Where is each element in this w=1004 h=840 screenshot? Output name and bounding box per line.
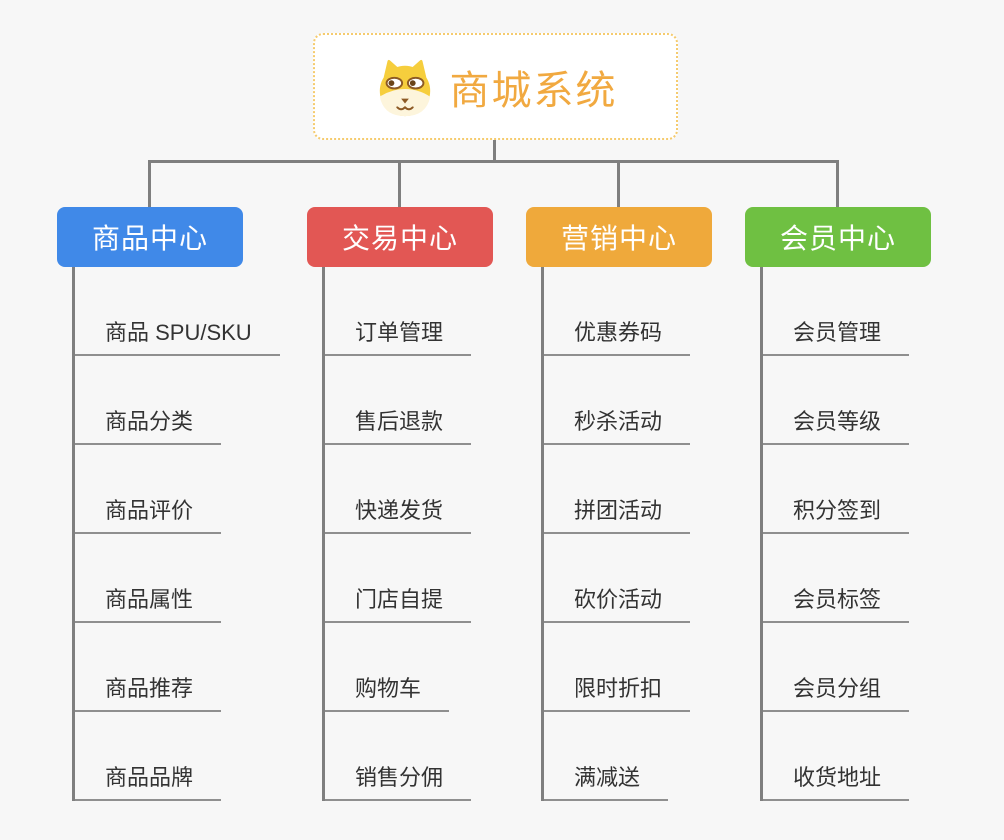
dog-icon — [379, 59, 430, 116]
child-label[interactable]: 商品推荐 — [75, 671, 222, 712]
child-node: 积分签到 — [763, 445, 965, 534]
child-node: 会员管理 — [763, 267, 965, 356]
child-label[interactable]: 门店自提 — [325, 582, 472, 623]
child-node: 商品属性 — [75, 534, 277, 623]
branch-children-marketing: 优惠券码 秒杀活动 拼团活动 砍价活动 限时折扣 满减送 — [541, 267, 746, 801]
child-node: 收货地址 — [763, 712, 965, 801]
connector-drop-4 — [836, 160, 839, 208]
child-node: 商品分类 — [75, 356, 277, 445]
child-label[interactable]: 售后退款 — [325, 404, 472, 445]
child-label[interactable]: 商品 SPU/SKU — [75, 315, 280, 356]
branch-children-trade: 订单管理 售后退款 快递发货 门店自提 购物车 销售分佣 — [322, 267, 527, 801]
child-node: 商品评价 — [75, 445, 277, 534]
child-label[interactable]: 商品分类 — [75, 404, 222, 445]
branch-header-marketing[interactable]: 营销中心 — [526, 207, 712, 267]
child-node: 限时折扣 — [544, 623, 746, 712]
child-node: 商品推荐 — [75, 623, 277, 712]
child-node: 拼团活动 — [544, 445, 746, 534]
child-node: 购物车 — [325, 623, 527, 712]
branch-product-center: 商品中心 商品 SPU/SKU 商品分类 商品评价 商品属性 商品推荐 商品品牌 — [57, 207, 280, 801]
child-node: 会员等级 — [763, 356, 965, 445]
child-node: 秒杀活动 — [544, 356, 746, 445]
child-label[interactable]: 满减送 — [544, 760, 669, 801]
child-node: 商品品牌 — [75, 712, 277, 801]
child-label[interactable]: 会员等级 — [763, 404, 910, 445]
child-node: 快递发货 — [325, 445, 527, 534]
child-label[interactable]: 会员分组 — [763, 671, 910, 712]
child-label[interactable]: 商品评价 — [75, 493, 222, 534]
branch-member-center: 会员中心 会员管理 会员等级 积分签到 会员标签 会员分组 收货地址 — [745, 207, 965, 801]
child-label[interactable]: 收货地址 — [763, 760, 910, 801]
child-label[interactable]: 拼团活动 — [544, 493, 691, 534]
child-label[interactable]: 购物车 — [325, 671, 450, 712]
child-node: 订单管理 — [325, 267, 527, 356]
child-label[interactable]: 限时折扣 — [544, 671, 691, 712]
child-node: 商品 SPU/SKU — [75, 267, 280, 356]
branch-children-member: 会员管理 会员等级 积分签到 会员标签 会员分组 收货地址 — [760, 267, 965, 801]
branch-header-member[interactable]: 会员中心 — [745, 207, 931, 267]
connector-drop-3 — [617, 160, 620, 208]
child-node: 销售分佣 — [325, 712, 527, 801]
child-label[interactable]: 快递发货 — [325, 493, 472, 534]
child-node: 会员分组 — [763, 623, 965, 712]
child-label[interactable]: 积分签到 — [763, 493, 910, 534]
branch-children-product: 商品 SPU/SKU 商品分类 商品评价 商品属性 商品推荐 商品品牌 — [72, 267, 280, 801]
branch-marketing-center: 营销中心 优惠券码 秒杀活动 拼团活动 砍价活动 限时折扣 满减送 — [526, 207, 746, 801]
connector-drop-2 — [398, 160, 401, 208]
child-node: 优惠券码 — [544, 267, 746, 356]
child-node: 砍价活动 — [544, 534, 746, 623]
root-node[interactable]: 商城系统 — [313, 33, 678, 140]
connector-bus — [148, 160, 839, 163]
connector-drop-1 — [148, 160, 151, 208]
connector-root-drop — [493, 140, 496, 163]
child-label[interactable]: 商品属性 — [75, 582, 222, 623]
child-node: 会员标签 — [763, 534, 965, 623]
child-label[interactable]: 商品品牌 — [75, 760, 222, 801]
branch-header-product[interactable]: 商品中心 — [57, 207, 243, 267]
child-node: 门店自提 — [325, 534, 527, 623]
child-node: 售后退款 — [325, 356, 527, 445]
branch-trade-center: 交易中心 订单管理 售后退款 快递发货 门店自提 购物车 销售分佣 — [307, 207, 527, 801]
child-label[interactable]: 会员管理 — [763, 315, 910, 356]
branch-header-trade[interactable]: 交易中心 — [307, 207, 493, 267]
child-label[interactable]: 秒杀活动 — [544, 404, 691, 445]
child-label[interactable]: 砍价活动 — [544, 582, 691, 623]
child-label[interactable]: 优惠券码 — [544, 315, 691, 356]
child-node: 满减送 — [544, 712, 746, 801]
root-title: 商城系统 — [449, 68, 618, 113]
child-label[interactable]: 会员标签 — [763, 582, 910, 623]
child-label[interactable]: 订单管理 — [325, 315, 472, 356]
child-label[interactable]: 销售分佣 — [325, 760, 472, 801]
